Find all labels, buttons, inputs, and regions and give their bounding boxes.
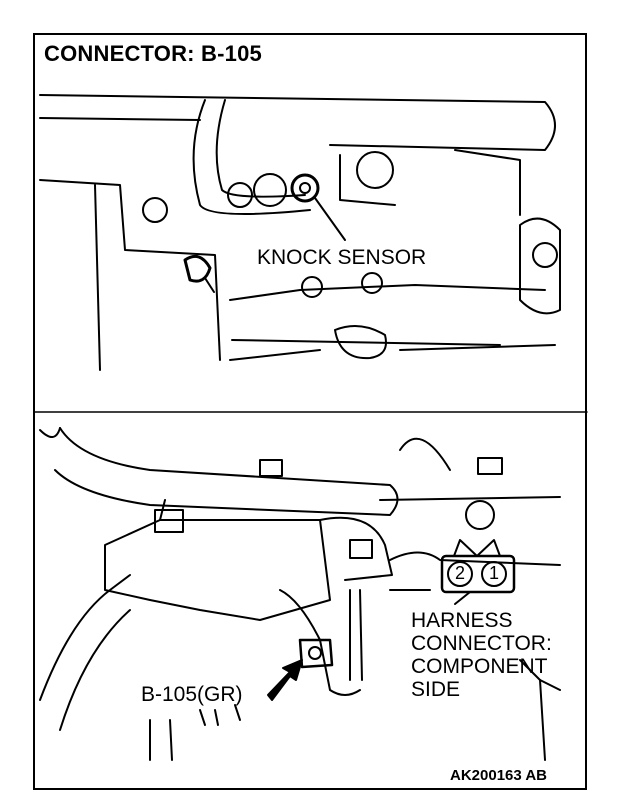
top-engine-view [39, 94, 561, 371]
figure-id: AK200163 AB [450, 767, 547, 784]
harness-line-4: SIDE [411, 678, 461, 701]
harness-connector-label: HARNESS CONNECTOR: COMPONENT SIDE [411, 609, 552, 701]
bottom-harness-view [39, 427, 561, 761]
harness-line-3: COMPONENT [411, 655, 548, 678]
connector-pin-2: 2 [454, 563, 465, 583]
knock-sensor-label: KNOCK SENSOR [257, 246, 427, 269]
connector-ref-label: B-105(GR) [141, 683, 243, 706]
harness-line-1: HARNESS [411, 609, 513, 632]
connector-pin-1: 1 [488, 563, 499, 583]
harness-line-2: CONNECTOR: [411, 632, 552, 655]
connector-title: CONNECTOR: B-105 [44, 41, 262, 66]
